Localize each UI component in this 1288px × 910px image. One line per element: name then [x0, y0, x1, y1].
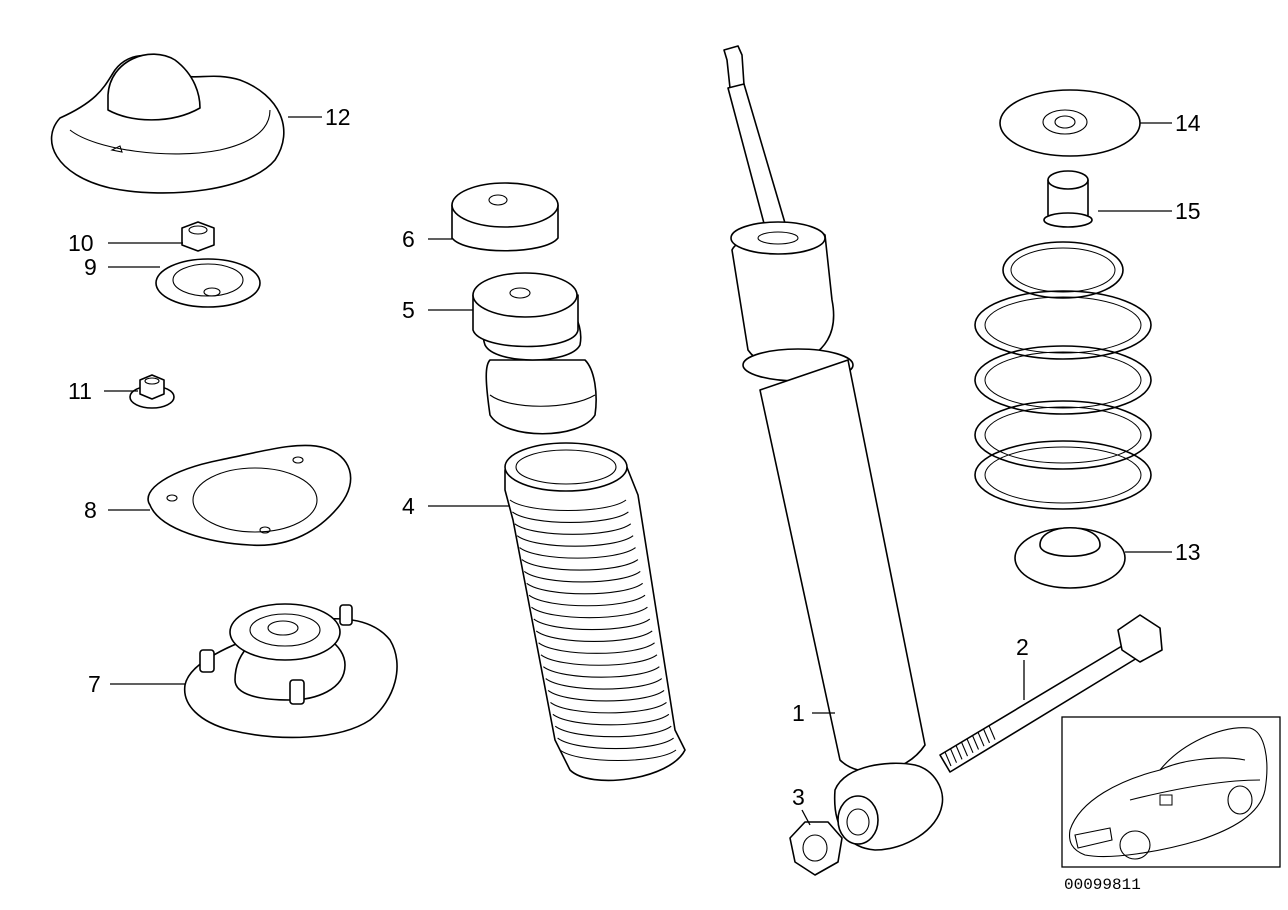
part-13-lower-spring-seat	[1014, 527, 1126, 589]
callout-7: 7	[88, 671, 101, 697]
bellows-ridge	[547, 690, 665, 702]
bolt-thread	[982, 728, 991, 744]
bellows-ridge	[545, 678, 663, 690]
bolt-thread	[966, 738, 974, 754]
bellows-ridge	[552, 713, 670, 726]
bellows-ridge	[542, 666, 660, 678]
part-4-protective-boot	[504, 442, 686, 782]
bellows-ridge	[519, 547, 636, 559]
callout-2: 2	[1016, 634, 1029, 660]
coil-spring	[974, 241, 1152, 510]
part-7-strut-mount	[183, 603, 398, 739]
bolt-thread	[960, 741, 969, 757]
callout-9: 9	[84, 254, 97, 280]
part-14-upper-spring-seat	[999, 89, 1141, 157]
bolt-thread	[988, 725, 996, 740]
bellows-ridge	[528, 594, 646, 607]
bellows-ridge	[531, 606, 648, 619]
bellows-ridge	[538, 642, 655, 654]
part-11-flange-nut	[129, 374, 175, 409]
bolt-thread	[971, 735, 980, 750]
spring-coil	[974, 290, 1152, 360]
part-15-bushing	[1043, 170, 1093, 228]
bellows-ridge	[554, 725, 672, 738]
part-12-dust-cover	[50, 53, 285, 194]
bellows-ridge	[533, 618, 651, 631]
bellows-ridge	[526, 582, 644, 595]
bolt-thread	[977, 731, 985, 747]
part-6-cap	[451, 182, 559, 252]
bolt-thread	[949, 748, 958, 763]
spring-coil-inner	[1010, 247, 1116, 293]
bellows-ridge	[557, 737, 674, 750]
callout-5: 5	[402, 297, 415, 323]
bellows-ridge	[509, 499, 627, 512]
part-2-bolt	[939, 614, 1163, 773]
part-9-washer	[155, 258, 261, 308]
part-8-gasket-plate	[147, 444, 352, 547]
leader-lines	[104, 116, 1172, 826]
spring-coil-inner	[984, 351, 1142, 409]
bellows-ridge	[514, 523, 632, 535]
part-1-shock-absorber	[723, 45, 944, 851]
callout-3: 3	[792, 784, 805, 810]
diagram-reference-number: 00099811	[1064, 876, 1141, 894]
callout-10: 10	[68, 230, 94, 256]
vehicle-locator-thumbnail	[1061, 716, 1281, 868]
callout-15: 15	[1175, 198, 1201, 224]
bellows-ridge	[559, 749, 677, 762]
callout-8: 8	[84, 497, 97, 523]
bellows-ridge	[523, 570, 641, 583]
bellows-ridge	[516, 535, 634, 547]
spring-coil-inner	[984, 406, 1142, 464]
callout-labels: 12 10 9 11 8 7 6 5 4 1 2 3 14 15 13	[68, 104, 1201, 810]
bellows-ridge	[521, 559, 639, 571]
bellows-ridge	[535, 630, 653, 643]
callout-14: 14	[1175, 110, 1201, 136]
part-3-nut	[789, 821, 843, 876]
bellows-ridge	[550, 701, 667, 714]
bellows-ridge	[540, 654, 658, 666]
part-5-bump-stop	[472, 272, 597, 435]
callout-11: 11	[68, 378, 92, 404]
part-10-hex-nut	[181, 221, 215, 252]
spring-coil	[1002, 241, 1124, 299]
spring-coil-inner	[984, 446, 1142, 504]
spring-coil	[974, 440, 1152, 510]
callout-6: 6	[402, 226, 415, 252]
spring-coil	[974, 400, 1152, 470]
callout-4: 4	[402, 493, 415, 519]
callout-1: 1	[792, 700, 805, 726]
spring-coil-inner	[984, 296, 1142, 354]
spring-coil	[974, 345, 1152, 415]
bolt-thread	[944, 751, 952, 767]
callout-13: 13	[1175, 539, 1201, 565]
bolt-thread	[955, 745, 963, 760]
callout-12: 12	[325, 104, 351, 130]
bellows-ridge	[512, 511, 629, 523]
